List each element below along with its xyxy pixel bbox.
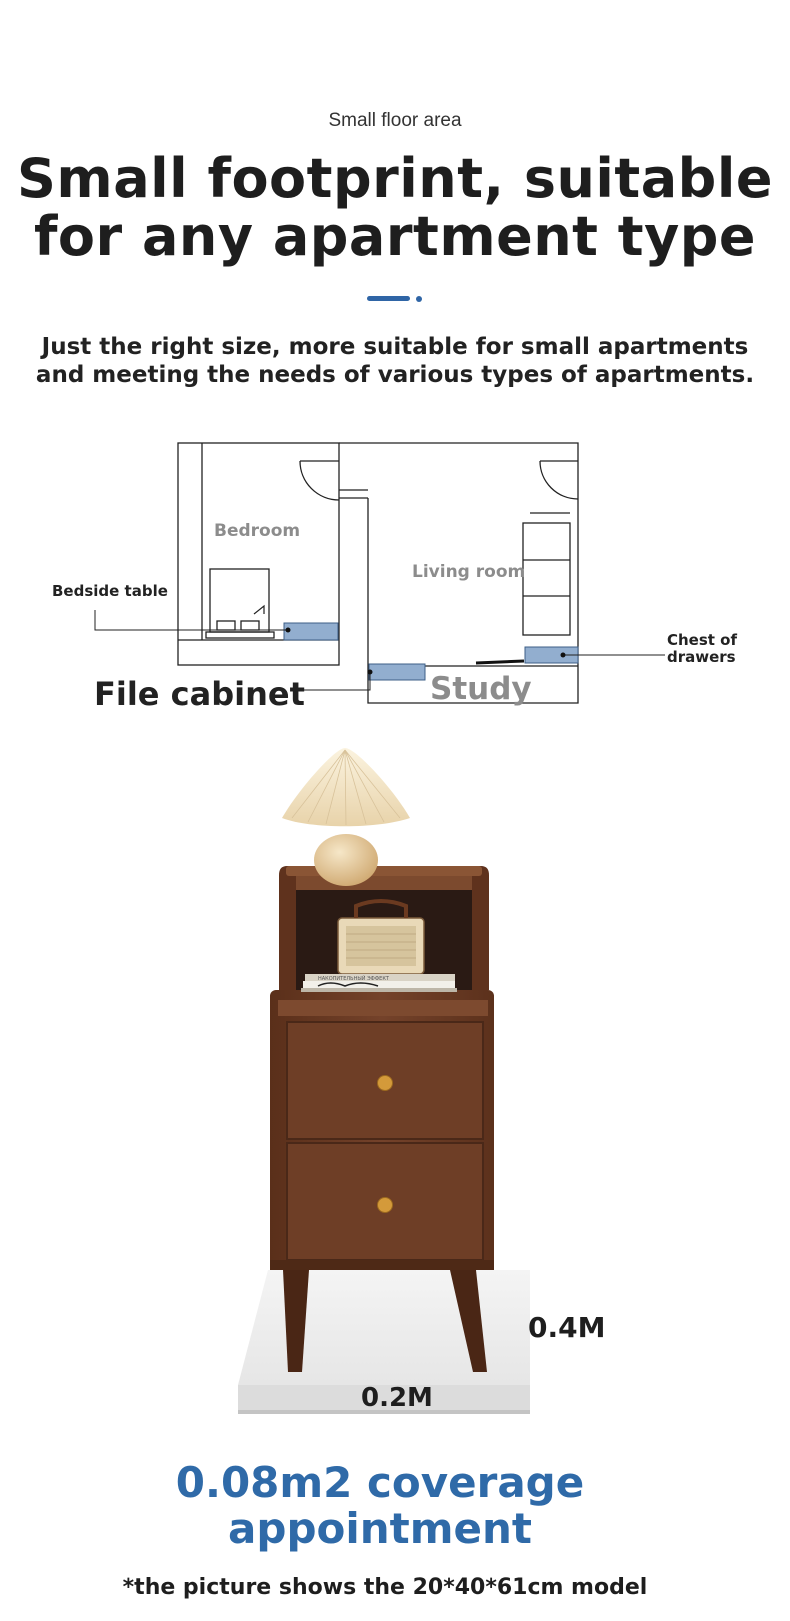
title-divider-dash xyxy=(367,296,410,301)
lamp-shade xyxy=(282,748,410,827)
drawer-knob-bottom[interactable] xyxy=(377,1197,393,1213)
section-eyebrow: Small floor area xyxy=(328,110,462,131)
coverage-line-1: 0.08m2 coverage xyxy=(175,1458,585,1507)
title-divider-dot xyxy=(416,296,422,302)
bed-outline xyxy=(209,568,270,633)
bedroom-outline xyxy=(177,442,340,666)
top-shelf xyxy=(296,876,472,890)
title-line-2: for any apartment type xyxy=(33,205,757,268)
footprint-edge xyxy=(238,1385,530,1412)
leg-front-left xyxy=(283,1270,309,1372)
model-footnote: *the picture shows the 20*40*61cm model xyxy=(122,1575,648,1600)
lead-line-1: Just the right size, more suitable for s… xyxy=(41,334,749,360)
lead-paragraph: Just the right size, more suitable for s… xyxy=(0,333,790,389)
leg-front-right xyxy=(450,1270,487,1372)
room-label-bedroom: Bedroom xyxy=(214,521,300,541)
book-spine-text: НАКОПИТЕЛЬНЫЙ ЭФФЕКТ xyxy=(318,975,390,982)
file-cabinet-marker xyxy=(368,663,426,681)
sofa-outline xyxy=(522,522,571,636)
callout-chest-line-1: Chest of xyxy=(667,631,737,649)
product-illustration: НАКОПИТЕЛЬНЫЙ ЭФФЕКТ 0.4M 0.2M xyxy=(238,748,605,1414)
floor-plan-diagram: Bedroom Living room Study Bedside table … xyxy=(52,442,737,713)
callout-chest-line-2: drawers xyxy=(667,648,736,666)
drawer-knob-top[interactable] xyxy=(377,1075,393,1091)
callout-file-cabinet: File cabinet xyxy=(94,675,305,713)
title-line-1: Small footprint, suitable xyxy=(17,147,773,210)
lead-line-2: and meeting the needs of various types o… xyxy=(35,362,755,388)
coverage-line-2: appointment xyxy=(228,1504,532,1553)
bedside-table-marker xyxy=(283,622,339,641)
dimension-depth: 0.4M xyxy=(528,1311,605,1344)
room-label-study: Study xyxy=(430,671,532,707)
coverage-headline: 0.08m2 coverage appointment xyxy=(0,1460,760,1552)
callout-bedside-table: Bedside table xyxy=(52,582,168,600)
lamp-base xyxy=(314,834,378,886)
dimension-width: 0.2M xyxy=(361,1383,433,1413)
room-label-living-room: Living room xyxy=(412,562,525,582)
page-title: Small footprint, suitable for any apartm… xyxy=(0,150,790,266)
